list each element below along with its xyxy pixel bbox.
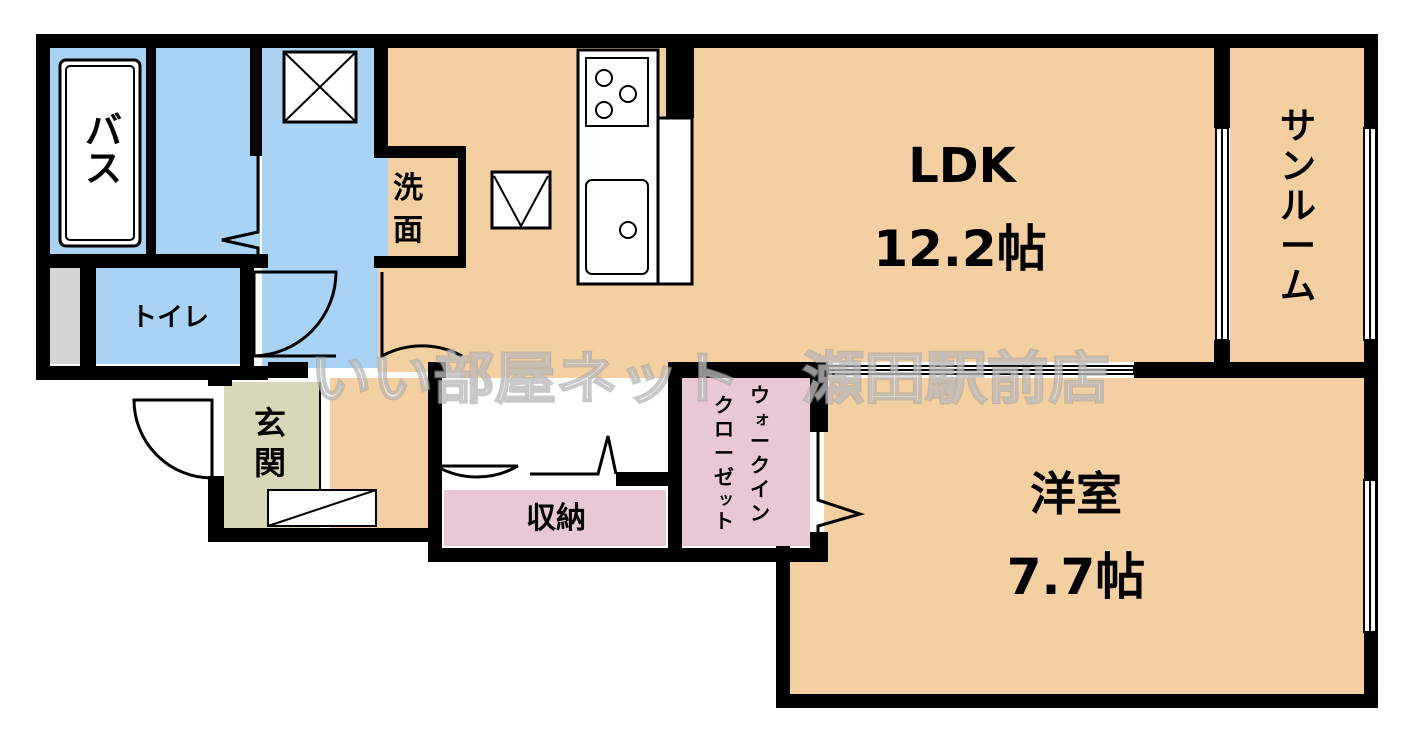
bathtub-inner xyxy=(65,65,135,241)
doors xyxy=(132,156,866,532)
stove-icon xyxy=(585,57,649,127)
toilet-label: トイレ xyxy=(131,303,209,333)
room-labels: バス トイレ 洗 面 LDK 12.2帖 サ ン ル ー ム 玄 関 収納 ウ … xyxy=(78,106,1316,606)
walkin-char: ク xyxy=(714,393,734,417)
walkin-char: イ xyxy=(750,477,770,501)
sunroom-label-1: サ xyxy=(1280,106,1316,147)
entrance-door xyxy=(132,398,214,480)
walkin-label: ウ ォ ー ク イ ン ク ロ ー ゼ ッ ト xyxy=(714,383,770,533)
walkin-char: ー xyxy=(750,429,770,453)
western-window xyxy=(1363,479,1377,633)
western-size-label: 7.7帖 xyxy=(1007,548,1146,606)
sliding-door xyxy=(827,365,1135,375)
walkin-folding-door xyxy=(816,432,866,532)
sunroom-window xyxy=(1215,127,1377,341)
toilet-side-panel xyxy=(50,268,80,364)
sunroom-label-3: ル xyxy=(1280,186,1316,227)
western-name-label: 洋室 xyxy=(1030,467,1122,521)
ldk-name-label: LDK xyxy=(908,138,1017,194)
sunroom-label-2: ン xyxy=(1280,146,1316,187)
entrance-label-1: 玄 xyxy=(254,404,286,442)
fridge-space xyxy=(490,170,552,230)
washroom-label-1: 洗 xyxy=(393,171,423,206)
walkin-char: ク xyxy=(750,453,770,477)
walkin-char: ロ xyxy=(714,417,734,441)
washroom-door xyxy=(380,272,463,359)
entrance-label-2: 関 xyxy=(254,444,286,482)
kitchen-backsplash xyxy=(656,116,694,286)
sunroom-label-5: ム xyxy=(1280,266,1316,307)
walkin-char: ン xyxy=(750,501,770,525)
western-floor xyxy=(790,378,1364,694)
walkin-char: ォ xyxy=(754,409,770,428)
bath-label: バス xyxy=(78,110,122,186)
toilet-floor xyxy=(96,268,244,364)
walkin-char: ー xyxy=(714,441,734,465)
bath-folding-door xyxy=(221,156,260,254)
watermark: いい部屋ネット 瀬田駅前店 xyxy=(310,347,1110,412)
ldk-size-label: 12.2帖 xyxy=(873,220,1046,278)
hall-door xyxy=(434,384,519,479)
sink-icon xyxy=(585,179,649,275)
sunroom-floor xyxy=(1230,48,1364,362)
walkin-char: ウ xyxy=(750,383,770,407)
walkin-floor xyxy=(682,378,810,546)
storage-label: 収納 xyxy=(526,501,586,536)
fixtures xyxy=(58,48,694,527)
walkin-char: ゼ xyxy=(714,465,734,489)
washroom-label-2: 面 xyxy=(393,213,423,248)
walkin-char: ッ xyxy=(718,489,734,508)
sunroom-label-4: ー xyxy=(1280,226,1316,267)
storage-folding-door xyxy=(530,435,618,476)
walkin-char: ト xyxy=(714,509,734,533)
storage-floor xyxy=(444,490,666,546)
walls xyxy=(36,34,1378,708)
bathtub xyxy=(58,58,142,248)
